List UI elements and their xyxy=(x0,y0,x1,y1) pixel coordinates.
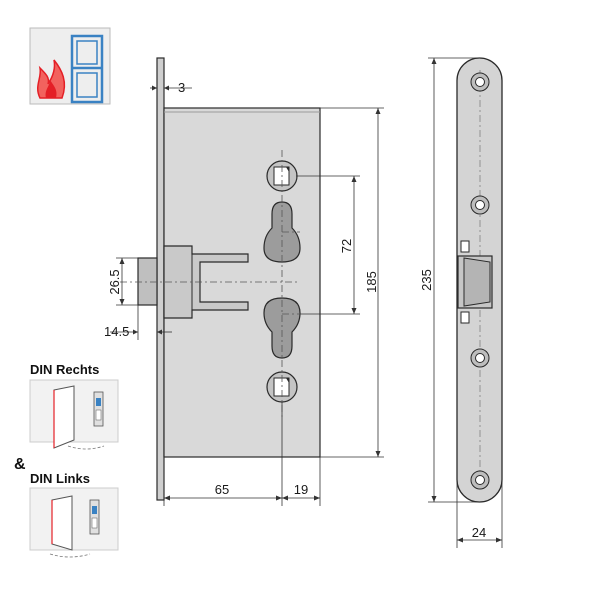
faceplate-strip xyxy=(156,57,165,501)
din-right-door-icon xyxy=(29,379,119,450)
dim-faceplate-thickness: 3 xyxy=(178,80,185,95)
faceplate-dimensions xyxy=(428,57,503,548)
din-left-door-icon xyxy=(29,487,119,558)
faceplate-latch-opening xyxy=(457,240,493,324)
faceplate-side-view xyxy=(456,57,503,503)
dim-follower-spacing: 72 xyxy=(339,239,354,253)
dim-backset: 65 xyxy=(215,482,229,497)
dim-bolt-projection: 14.5 xyxy=(104,324,129,339)
dimension-labels: 3 72 185 26.5 14.5 65 19 xyxy=(104,80,379,497)
latch-bolt xyxy=(137,257,158,306)
ampersand-label: & xyxy=(14,456,26,473)
din-links-label: DIN Links xyxy=(30,471,90,486)
faceplate-screw-holes xyxy=(470,72,490,490)
center-lines xyxy=(120,150,300,420)
din-rechts-label: DIN Rechts xyxy=(30,362,99,377)
fire-protection-door-icon xyxy=(29,27,111,105)
dimension-lines xyxy=(110,80,384,506)
dim-body-height: 185 xyxy=(364,271,379,293)
dim-faceplate-length: 235 xyxy=(419,269,434,291)
dim-edge-to-follower: 19 xyxy=(294,482,308,497)
lock-body-front-view xyxy=(137,57,321,501)
dim-faceplate-width: 24 xyxy=(472,525,486,540)
lower-cylinder-cutout xyxy=(263,297,301,359)
dim-bolt-height: 26.5 xyxy=(107,269,122,294)
